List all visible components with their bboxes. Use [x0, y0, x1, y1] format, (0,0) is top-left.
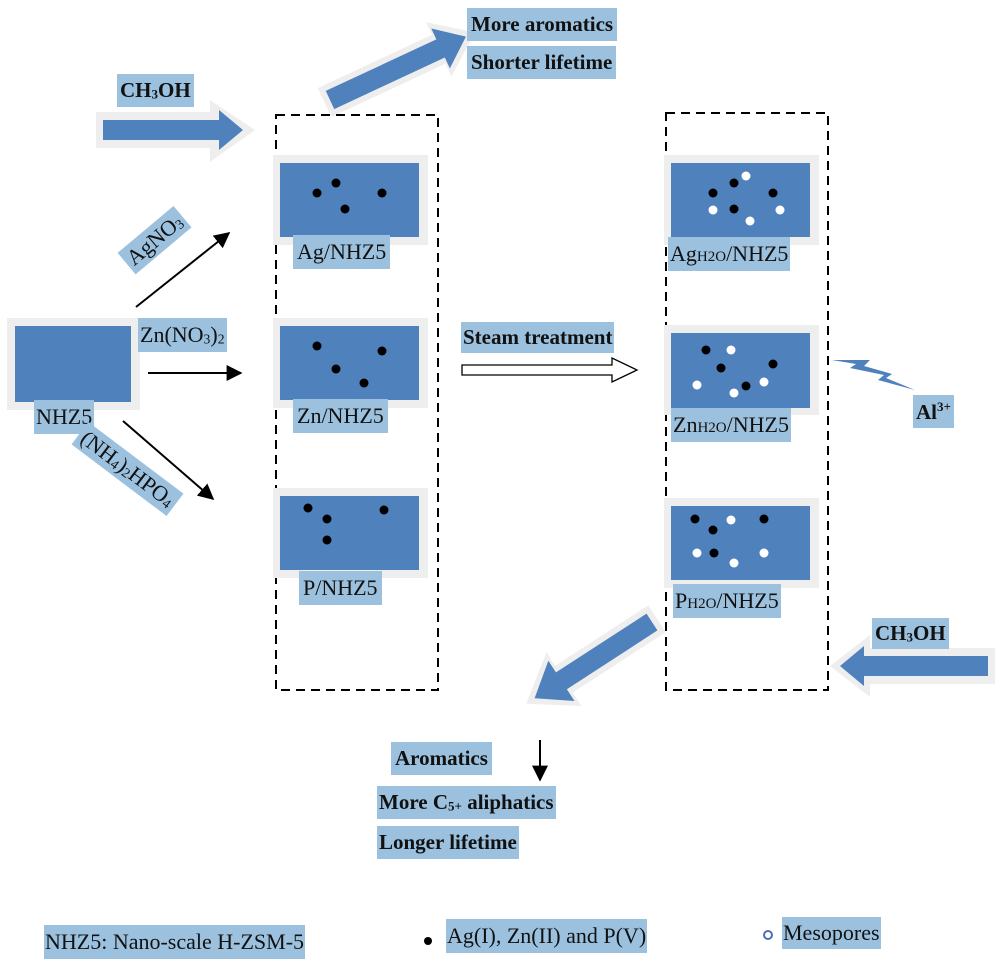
zn-h2o-nhz5-block — [664, 325, 819, 415]
p-nhz5-label: P/NHZ5 — [299, 571, 382, 605]
formula-part: OH — [913, 621, 946, 645]
outcome-bottom-line3: Longer lifetime — [377, 826, 519, 859]
metal-dot — [322, 535, 332, 545]
formula-part: ) — [210, 322, 218, 347]
metal-dot — [312, 188, 322, 198]
metal-dot — [322, 514, 332, 524]
metal-dot — [340, 204, 350, 214]
formula-part: /NHZ5 — [726, 412, 789, 437]
legend-mesopore-label: Mesopores — [782, 917, 881, 949]
text-part: More C — [379, 790, 448, 814]
formula-part: Zn — [673, 412, 698, 437]
metal-dot — [379, 505, 389, 515]
p-nhz5-block — [273, 488, 428, 578]
formula-part: OH — [158, 78, 191, 102]
formula-sub: 3 — [203, 331, 211, 347]
formula-part: P — [675, 588, 688, 613]
ag-h2o-nhz5-label: AgH2O/NHZ5 — [668, 237, 791, 271]
lightning-icon — [832, 360, 915, 390]
feed-label-top: CH3OH — [117, 74, 194, 107]
legend-dot-icon — [424, 937, 432, 945]
zn-nhz5-label: Zn/NHZ5 — [293, 399, 388, 433]
ag-h2o-nhz5-block — [664, 155, 819, 245]
nhz5-block — [15, 326, 131, 402]
metal-dot — [377, 188, 387, 198]
formula-part: CH — [120, 78, 152, 102]
formula-part: Ag — [670, 241, 697, 266]
output-arrow-bottom — [526, 605, 666, 707]
legend-dot-label: Ag(I), Zn(II) and P(V) — [446, 919, 648, 953]
p-h2o-nhz5-block — [664, 498, 819, 588]
formula-sub: 2 — [217, 331, 225, 347]
ag-nhz5-label: Ag/NHZ5 — [293, 235, 391, 269]
feed-label-bottom: CH3OH — [872, 618, 949, 649]
steam-treatment-arrow — [461, 356, 639, 384]
outcome-bottom-line2: More C5+ aliphatics — [377, 786, 556, 819]
formula-part: CH — [875, 621, 907, 645]
formula-part: Al — [916, 399, 937, 424]
formula-sub: H2O — [696, 249, 727, 265]
outcome-top-line2: Shorter lifetime — [467, 46, 617, 79]
formula-sub: H2O — [687, 596, 717, 612]
p-reagent-arrow — [122, 420, 215, 501]
ag-nhz5-block — [273, 155, 428, 245]
formula-sub: 5+ — [448, 798, 462, 814]
zn-reagent-label: Zn(NO3)2 — [138, 318, 227, 352]
feed-arrow-bottom — [830, 635, 995, 697]
formula-part: Zn(NO — [140, 322, 204, 347]
formula-sup: 3+ — [937, 399, 951, 414]
legend-nhz5: NHZ5: Nano-scale H-ZSM-5 — [44, 925, 306, 959]
metal-dot — [331, 364, 341, 374]
al-ion-label: Al3+ — [913, 395, 954, 428]
zn-h2o-nhz5-label: ZnH2O/NHZ5 — [671, 408, 791, 442]
metal-dot — [377, 346, 387, 356]
outcome-bottom-line1: Aromatics — [391, 742, 492, 775]
text-part: aliphatics — [461, 790, 554, 814]
output-arrow-top — [317, 22, 476, 118]
formula-part: /NHZ5 — [726, 241, 789, 266]
ag-reagent-arrow — [135, 232, 231, 308]
zn-nhz5-block — [273, 318, 428, 408]
formula-sub: 3 — [151, 86, 159, 102]
legend-mesopore-icon — [763, 930, 773, 940]
metal-dot — [331, 178, 341, 188]
feed-arrow-top — [96, 100, 255, 162]
metal-dot — [359, 378, 369, 388]
p-h2o-nhz5-label: PH2O/NHZ5 — [673, 584, 781, 618]
metal-dot — [312, 341, 322, 351]
formula-sub: 3 — [906, 629, 914, 645]
metal-dot — [303, 503, 313, 513]
formula-part: /NHZ5 — [716, 588, 779, 613]
formula-sub: H2O — [697, 420, 727, 436]
steam-treatment-label: Steam treatment — [461, 322, 615, 353]
outcome-top-line1: More aromatics — [467, 8, 618, 41]
